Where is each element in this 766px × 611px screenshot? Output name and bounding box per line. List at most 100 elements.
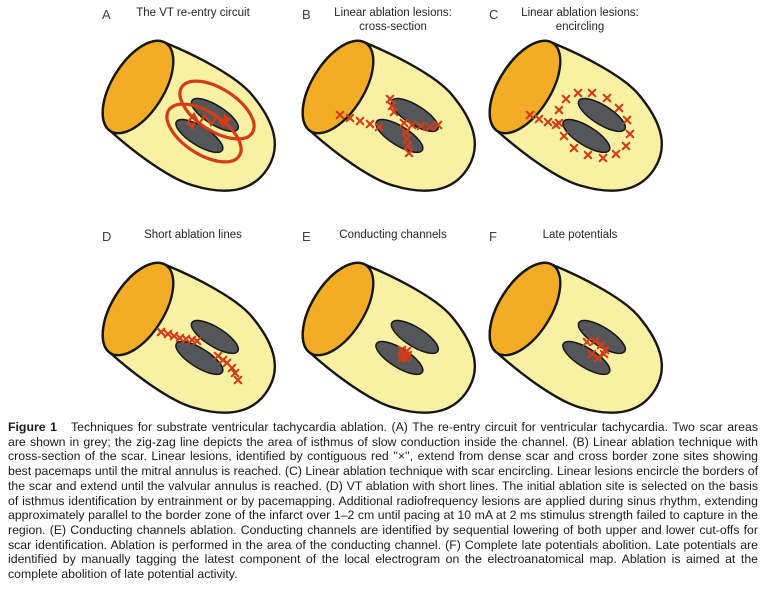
ablation-x [407,120,417,130]
ablation-x [621,141,631,151]
reentry-loop [165,102,243,164]
scar-upper [577,319,627,355]
ablation-x-marks [335,94,443,158]
heart-cylinder [488,261,664,414]
ablation-x [611,149,621,159]
ablation-x [402,134,412,144]
scar-upper [190,319,240,355]
cylinder-illustration-c [488,39,664,192]
ablation-x [569,143,579,153]
ablation-x [587,88,597,98]
ablation-x [587,349,597,359]
ablation-x [156,327,166,337]
ablation-x [433,120,443,130]
cylinder-illustration-f [488,261,664,414]
reentry-loop [178,79,256,141]
heart-cylinder [101,39,277,192]
ablation-x [389,107,399,117]
ablation-x [534,114,544,124]
panel-letter-c: C [489,7,499,22]
ablation-x [602,93,612,103]
ablation-x [583,150,593,160]
ablation-x [573,88,583,98]
zigzag-arrowhead [222,113,232,122]
cylinder-illustration-b [301,39,477,192]
figure-caption-text: Techniques for substrate ventricular tac… [8,420,758,582]
scar-lower [175,340,224,376]
ablation-x [233,375,243,385]
zigzag-arrowhead [186,122,196,130]
ablation-x [425,122,435,132]
ablation-x-marks [156,327,243,385]
panel-letter-a: A [102,7,111,22]
ablation-x [404,148,414,158]
ablation-x [525,110,535,120]
ablation-x [227,363,237,373]
ablation-x [543,117,553,127]
ablation-x [400,348,410,358]
ablation-x-marks [525,88,635,163]
panel-title-a: The VT re-entry circuit [136,7,250,19]
ablation-x [598,153,608,163]
cylinder-cap [301,39,375,135]
figure-panel-f: F Late potentials [477,222,677,440]
ablation-x [416,121,426,131]
cylinder-illustration-e [301,261,477,414]
zigzag-isthmus-line [187,111,231,128]
ablation-x [582,337,592,347]
ablation-x [554,105,564,115]
ablation-x [230,368,240,378]
figure-caption-label: Figure 1 [8,420,57,434]
ablation-x [590,336,600,346]
ablation-x [192,336,202,346]
ablation-x [403,141,413,151]
ablation-x [622,115,632,125]
heart-cylinder [301,261,477,414]
panel-title-c: Linear ablation lesions:encircling [521,7,639,33]
figure-panel-a: A The VT re-entry circuit [90,0,290,218]
ablation-x [559,131,569,141]
ablation-x [335,110,345,120]
cylinder-cap [488,261,562,357]
ablation-x [355,116,365,126]
ablation-x-marks [397,345,413,363]
panel-letter-d: D [102,229,112,244]
ablation-x [345,113,355,123]
ablation-x [599,349,609,359]
scar-upper [577,97,627,133]
ablation-x-marks [582,336,610,363]
ablation-x [561,94,571,104]
heart-cylinder [488,39,664,192]
cylinder-illustration-a [101,39,277,192]
cylinder-illustration-d [101,261,277,414]
figure-panel-e: E Conducting channels [290,222,490,440]
heart-cylinder [101,261,277,414]
panel-letter-b: B [302,7,311,22]
figure-panel-d: D Short ablation lines [90,222,290,440]
panel-title-e: Conducting channels [339,229,447,241]
panel-title-d: Short ablation lines [144,229,242,241]
ablation-x [614,103,624,113]
cylinder-cap [488,39,562,135]
figure-panel-c: C Linear ablation lesions:encircling [477,0,677,218]
cylinder-cap [101,39,175,135]
scar-upper [390,319,440,355]
scar-lower [562,118,611,154]
panel-title-f: Late potentials [542,229,618,241]
panel-letter-e: E [302,229,311,244]
cylinder-cap [101,261,175,357]
heart-cylinder [301,39,477,192]
ablation-x [399,118,409,128]
cylinder-cap [301,261,375,357]
ablation-x [551,120,561,130]
panel-letter-f: F [489,229,497,244]
ablation-x [365,119,375,129]
ablation-x [374,122,384,132]
ablation-x [401,127,411,137]
ablation-x [385,94,395,104]
ablation-x [625,129,635,139]
